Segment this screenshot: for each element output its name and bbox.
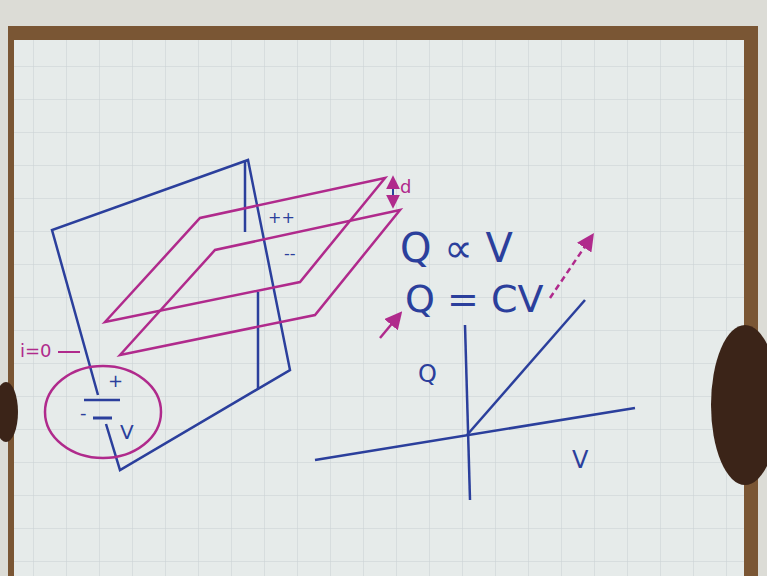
polarity-label: - <box>80 404 87 422</box>
battery-plate <box>93 417 112 420</box>
capacitor-plate <box>120 210 400 355</box>
capacitor-plate <box>105 178 385 322</box>
axis-label: V <box>572 448 588 472</box>
pointer-arrow <box>380 314 400 338</box>
board-frame <box>8 26 758 576</box>
polarity-label: + <box>108 372 123 390</box>
equation: Q ∝ V <box>400 228 513 268</box>
gap-arrow <box>392 178 394 206</box>
pointer-arrow <box>550 236 592 298</box>
charge-label: -- <box>284 246 296 262</box>
plate-lead <box>257 292 260 389</box>
grid <box>14 40 744 576</box>
hand <box>0 382 18 442</box>
charge-label: ++ <box>268 210 295 226</box>
axis-label: Q <box>418 362 437 386</box>
current-mark <box>58 351 80 353</box>
voltage-label: V <box>120 422 134 442</box>
plate-lead <box>244 160 247 232</box>
battery-circle <box>45 366 161 458</box>
equation: Q = CV <box>405 280 543 318</box>
plot-line <box>467 300 585 435</box>
y-axis <box>465 325 470 500</box>
battery-plate <box>84 399 120 402</box>
board <box>14 40 744 576</box>
gap-label: d <box>400 178 411 196</box>
hand <box>711 325 767 485</box>
current-label: i=0 <box>20 342 52 360</box>
